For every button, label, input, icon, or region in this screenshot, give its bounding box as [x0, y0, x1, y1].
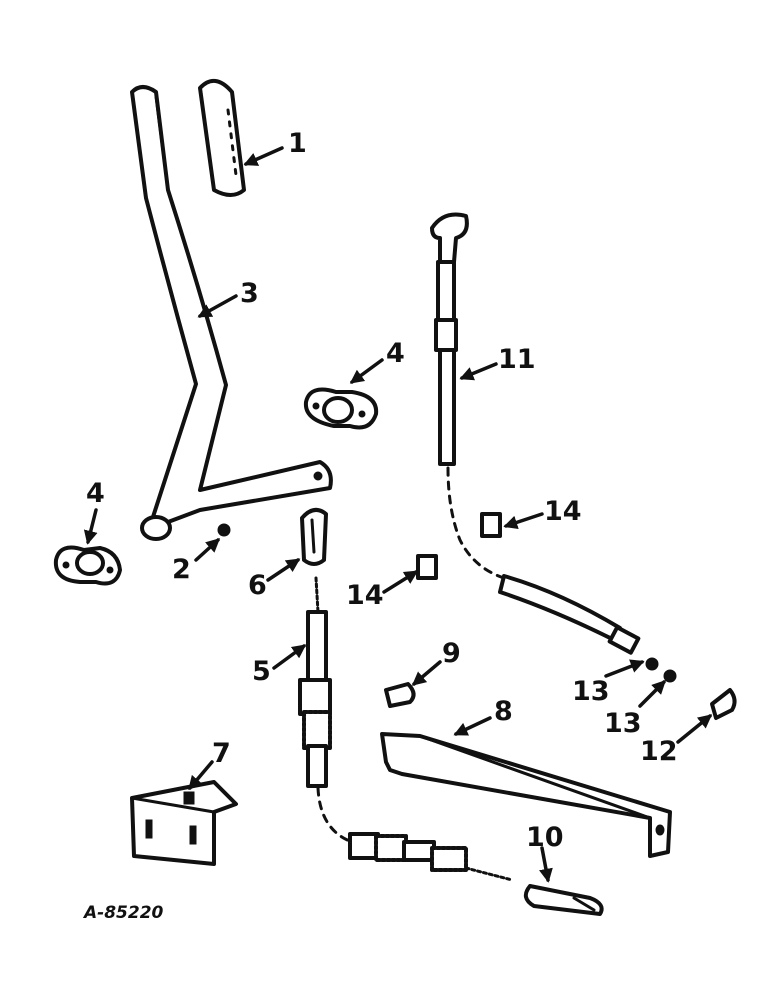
clevis-part-6 — [300, 507, 328, 566]
callout-13-a: 13 — [572, 676, 610, 707]
mounting-bracket-part-7 — [130, 780, 238, 866]
callout-4-right: 4 — [386, 338, 405, 369]
callout-11: 11 — [498, 344, 536, 375]
callout-1: 1 — [288, 128, 307, 159]
flange-bearing-part-4-left — [53, 545, 122, 586]
pedal-pad-part-1 — [198, 79, 246, 197]
callout-7: 7 — [212, 738, 231, 769]
drawing-number: A-85220 — [82, 903, 164, 923]
callout-12: 12 — [640, 736, 678, 767]
callout-2: 2 — [172, 554, 191, 585]
callout-13-b: 13 — [604, 708, 642, 739]
flange-bearing-part-4-right — [303, 387, 379, 430]
washer-part-13-b — [663, 669, 677, 683]
callout-14-upper: 14 — [544, 496, 582, 527]
callout-14-lower: 14 — [346, 580, 384, 611]
choke-cable-part-11 — [430, 212, 641, 655]
connector-part-10 — [523, 884, 604, 916]
washer-part-13-a — [645, 657, 659, 671]
callout-8: 8 — [494, 696, 513, 727]
callout-4-left: 4 — [86, 478, 105, 509]
fitting-part-9 — [384, 682, 416, 708]
callout-9: 9 — [442, 638, 461, 669]
clip-part-14-upper — [480, 512, 502, 538]
callout-leaders — [83, 146, 713, 883]
callout-3: 3 — [240, 278, 259, 309]
nut-part-12 — [710, 688, 737, 720]
callout-10: 10 — [526, 822, 564, 853]
clip-part-14-lower — [416, 554, 438, 580]
pin-part-2 — [217, 523, 231, 537]
callout-5: 5 — [252, 656, 271, 687]
callout-6: 6 — [248, 570, 267, 601]
throttle-cable-part-5 — [298, 576, 514, 882]
support-bar-part-8 — [380, 732, 672, 858]
pedal-lever-part-3 — [130, 85, 333, 541]
